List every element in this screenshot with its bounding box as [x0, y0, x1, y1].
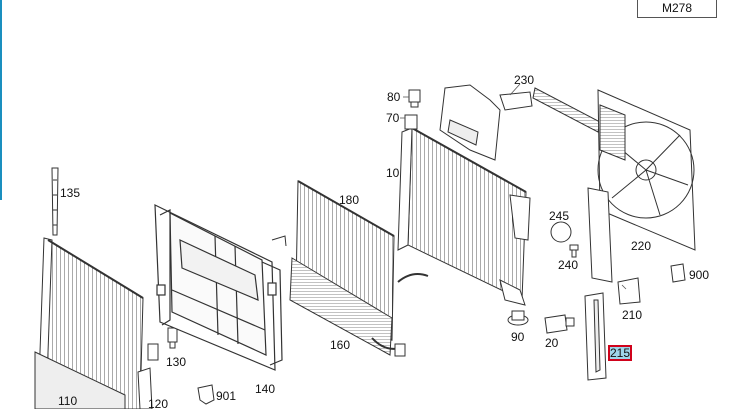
part-245-cap[interactable] — [550, 221, 572, 243]
callout-180[interactable]: 180 — [339, 193, 360, 207]
callout-120[interactable]: 120 — [148, 397, 169, 411]
part-110-condenser[interactable] — [34, 237, 144, 409]
callout-210[interactable]: 210 — [622, 308, 643, 322]
part-240-screw[interactable] — [569, 244, 579, 258]
model-badge: M278 — [637, 0, 717, 18]
callout-901[interactable]: 901 — [216, 389, 237, 403]
callout-20[interactable]: 20 — [545, 336, 559, 350]
callout-110[interactable]: 110 — [58, 394, 78, 408]
part-160-cooler[interactable] — [289, 257, 429, 357]
part-140-frame[interactable] — [154, 204, 283, 371]
callout-220[interactable]: 220 — [631, 239, 652, 253]
part-215-seal[interactable] — [584, 292, 607, 381]
callout-230[interactable]: 230 — [514, 73, 535, 87]
part-130-sensor[interactable] — [147, 327, 178, 361]
callout-130[interactable]: 130 — [166, 355, 187, 369]
part-70-valve[interactable] — [404, 114, 418, 130]
part-220-fan[interactable] — [597, 89, 696, 251]
part-230-shroud[interactable] — [439, 84, 601, 161]
callout-70[interactable]: 70 — [386, 111, 400, 125]
callout-215-highlighted[interactable]: 215 — [608, 345, 632, 361]
part-10-radiator[interactable] — [397, 127, 531, 306]
callout-240[interactable]: 240 — [558, 258, 579, 272]
callout-900[interactable]: 900 — [689, 268, 710, 282]
part-120-bracket[interactable] — [137, 367, 153, 409]
window-edge-accent — [0, 0, 2, 200]
callout-90[interactable]: 90 — [511, 330, 525, 344]
callout-10[interactable]: 10 — [386, 166, 400, 180]
part-80-cap[interactable] — [408, 89, 421, 108]
part-90-cap[interactable] — [507, 310, 529, 326]
part-901-clip[interactable] — [197, 384, 215, 405]
callout-140[interactable]: 140 — [255, 382, 276, 396]
part-20-sensor[interactable] — [544, 314, 575, 334]
part-135-rod[interactable] — [51, 167, 59, 236]
callout-135[interactable]: 135 — [60, 186, 81, 200]
leader-lines — [400, 83, 627, 290]
callout-245[interactable]: 245 — [549, 209, 570, 223]
callout-80[interactable]: 80 — [387, 90, 401, 104]
part-210-bracket[interactable] — [587, 187, 641, 305]
part-900-plug[interactable] — [670, 263, 686, 283]
callout-160[interactable]: 160 — [330, 338, 351, 352]
